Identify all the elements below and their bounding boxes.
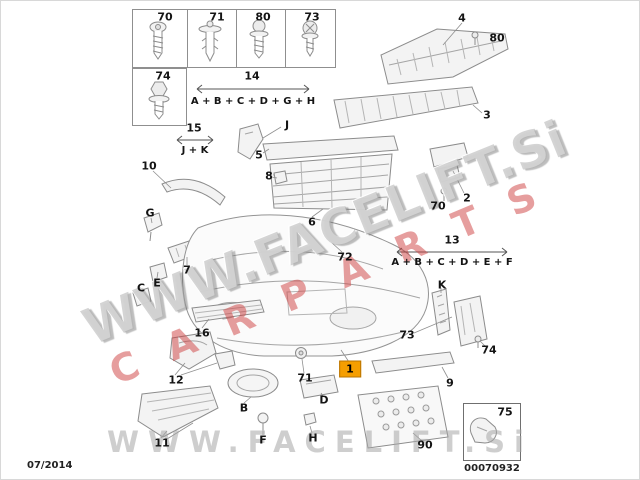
fastener-label-70: 70 xyxy=(157,10,173,24)
callout-5[interactable]: 5 xyxy=(255,148,263,162)
part-75-clip-art xyxy=(469,417,497,444)
callout-h[interactable]: H xyxy=(308,431,318,445)
part-11-art xyxy=(137,385,219,438)
part-9-art xyxy=(371,351,455,374)
part-71-sensor-art xyxy=(295,347,307,359)
fastener-panel-divider-1 xyxy=(187,9,188,68)
part-73-bracket-art xyxy=(453,295,488,347)
callout-80[interactable]: 80 xyxy=(489,31,505,45)
callout-3[interactable]: 3 xyxy=(483,108,491,122)
part-g-art xyxy=(143,212,163,242)
part-5-art xyxy=(262,135,399,161)
leader-lines xyxy=(141,22,486,442)
screw-70-right-icon xyxy=(440,187,448,201)
group-13-label: 13 xyxy=(444,233,460,247)
callout-7[interactable]: 7 xyxy=(183,263,191,277)
callout-72[interactable]: 72 xyxy=(337,250,353,264)
callout-c[interactable]: C xyxy=(136,281,146,295)
part-10-art xyxy=(161,178,226,206)
part-6-grille-art xyxy=(269,153,393,211)
callout-8[interactable]: 8 xyxy=(265,169,273,183)
group-14-label: 14 xyxy=(244,69,260,83)
part-90-hardware-art xyxy=(357,385,449,449)
footer-date: 07/2014 xyxy=(27,460,73,471)
part-16-art xyxy=(191,299,265,323)
callout-74[interactable]: 74 xyxy=(481,343,497,357)
callout-4[interactable]: 4 xyxy=(458,11,466,25)
fastener-panel xyxy=(132,9,336,68)
group-15-label: 15 xyxy=(186,121,202,135)
part-c-art xyxy=(132,287,152,307)
callout-d[interactable]: D xyxy=(319,393,329,407)
rivet-80-icon xyxy=(249,19,269,59)
fastener-panel-divider-2 xyxy=(236,9,237,68)
ref-box-75-label: 75 xyxy=(497,405,513,419)
callout-70[interactable]: 70 xyxy=(430,199,446,213)
part-b-art xyxy=(227,368,279,398)
callout-f[interactable]: F xyxy=(259,433,267,447)
callout-9[interactable]: 9 xyxy=(446,376,454,390)
callout-16[interactable]: 16 xyxy=(194,326,210,340)
callout-73[interactable]: 73 xyxy=(399,328,415,342)
callout-6[interactable]: 6 xyxy=(308,215,316,229)
fastener-panel-74 xyxy=(132,68,187,126)
rivet-71-icon xyxy=(198,20,222,63)
part-2-art xyxy=(429,142,469,183)
part-12-art xyxy=(169,331,236,370)
part-h-art xyxy=(303,412,317,426)
part-k-art xyxy=(431,288,451,336)
fastener-label-73: 73 xyxy=(304,10,320,24)
part-bumper-art xyxy=(182,214,429,357)
fastener-label-80: 80 xyxy=(255,10,271,24)
fastener-label-74: 74 xyxy=(155,69,171,83)
screw-70-icon xyxy=(149,21,167,60)
part-4-art xyxy=(380,28,509,85)
callout-k[interactable]: K xyxy=(437,278,447,292)
group-13-formula: A + B + C + D + E + F xyxy=(391,257,513,268)
callout-2[interactable]: 2 xyxy=(463,191,471,205)
bolt-74-icon xyxy=(148,81,170,120)
callout-1-highlighted[interactable]: 1 xyxy=(339,360,361,378)
ref-code: 00070932 xyxy=(464,463,520,474)
part-j-art xyxy=(237,123,264,160)
ref-box-75 xyxy=(463,403,521,461)
group-14-formula: A + B + C + D + G + H xyxy=(190,96,316,107)
callout-11[interactable]: 11 xyxy=(154,436,170,450)
fastener-label-71: 71 xyxy=(209,10,225,24)
part-d-art xyxy=(299,374,339,399)
callout-12[interactable]: 12 xyxy=(168,373,184,387)
callout-71[interactable]: 71 xyxy=(297,371,313,385)
screw-80-right-icon xyxy=(471,31,479,45)
part-e-art xyxy=(149,262,168,283)
part-8-art xyxy=(273,170,288,185)
part-3-art xyxy=(333,86,479,129)
screw-73-icon xyxy=(301,20,319,57)
callout-g[interactable]: G xyxy=(145,206,155,220)
callout-10[interactable]: 10 xyxy=(141,159,157,173)
callout-j[interactable]: J xyxy=(284,118,290,132)
group-15-formula: J + K xyxy=(181,145,209,156)
group-bracket-lines xyxy=(176,84,508,257)
fastener-panel-divider-3 xyxy=(285,9,286,68)
callout-e[interactable]: E xyxy=(153,276,161,290)
callout-90[interactable]: 90 xyxy=(417,438,433,452)
screw-74-right-icon xyxy=(474,335,482,348)
callout-b[interactable]: B xyxy=(239,401,249,415)
